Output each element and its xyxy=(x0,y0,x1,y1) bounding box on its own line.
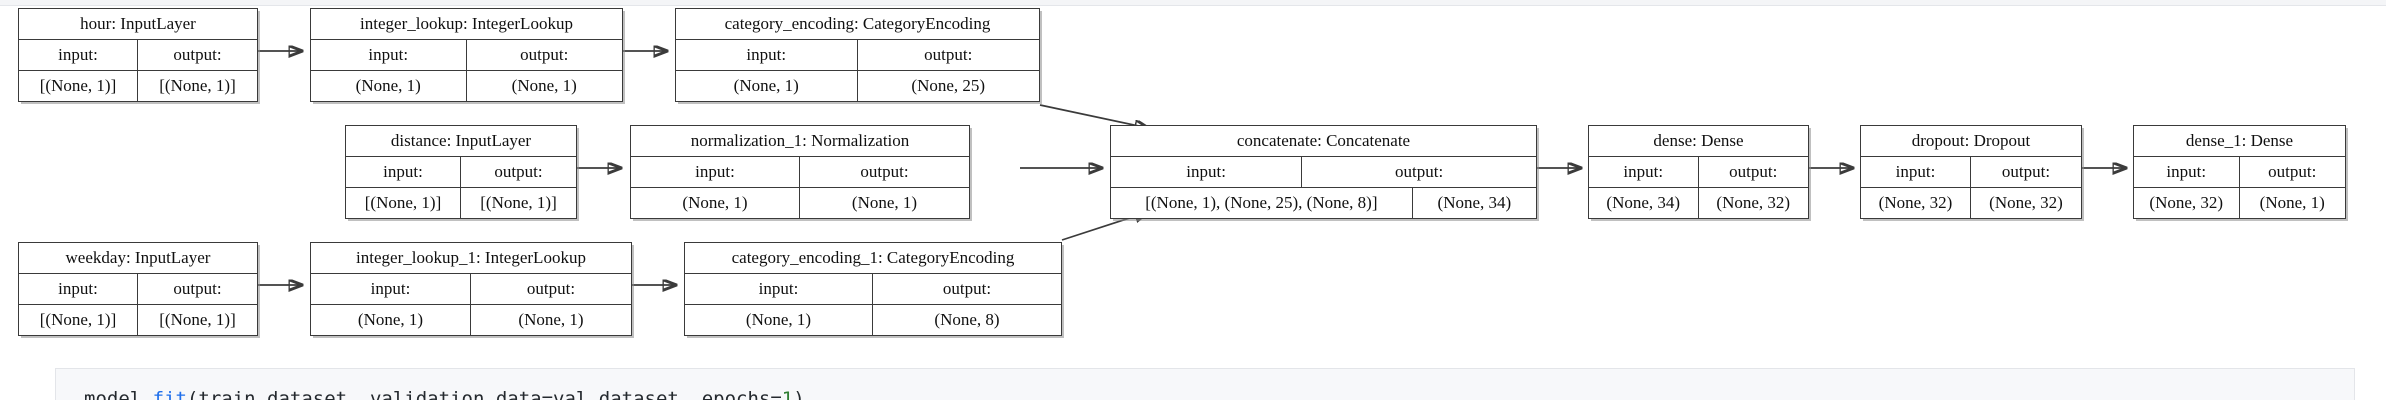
node-title: integer_lookup: IntegerLookup xyxy=(311,9,622,40)
node-input-label: input: xyxy=(19,40,138,70)
node-output-shape: [(None, 1)] xyxy=(159,76,236,95)
node-input-shape: (None, 1) xyxy=(676,71,858,101)
node-input-label: input: xyxy=(346,157,461,187)
node-input-label: input: xyxy=(685,274,873,304)
node-input-shape: (None, 32) xyxy=(1861,188,1971,218)
node-output-label: output: xyxy=(860,162,909,181)
node-input-label: input: xyxy=(1111,157,1303,187)
node-output-shape: (None, 1) xyxy=(518,310,584,329)
node-output-label: output: xyxy=(1729,162,1778,181)
node-hour[interactable]: hour: InputLayer input: output: [(None, … xyxy=(18,8,258,102)
node-output-label: output: xyxy=(173,45,222,64)
node-output-label: output: xyxy=(2001,162,2051,181)
node-input-shape: [(None, 1), (None, 25), (None, 8)] xyxy=(1111,188,1413,218)
node-output-label: output: xyxy=(942,279,992,298)
node-integer-lookup-1[interactable]: integer_lookup_1: IntegerLookup input: o… xyxy=(310,242,632,336)
node-output-label: output: xyxy=(1395,162,1444,181)
node-input-label: input: xyxy=(676,40,858,70)
code-line[interactable]: model.fit(train_dataset, validation_data… xyxy=(84,389,805,400)
node-output-label: output: xyxy=(2268,162,2317,181)
node-title: category_encoding_1: CategoryEncoding xyxy=(685,243,1061,274)
node-output-label: output: xyxy=(494,162,543,181)
node-weekday[interactable]: weekday: InputLayer input: output: [(Non… xyxy=(18,242,258,336)
node-distance[interactable]: distance: InputLayer input: output: [(No… xyxy=(345,125,577,219)
node-input-label: input: xyxy=(19,274,138,304)
node-output-shape: [(None, 1)] xyxy=(480,193,557,212)
code-token: ) xyxy=(793,388,805,400)
node-normalization-1[interactable]: normalization_1: Normalization input: ou… xyxy=(630,125,970,219)
node-input-label: input: xyxy=(631,157,800,187)
node-input-label: input: xyxy=(311,40,467,70)
node-input-label: input: xyxy=(1861,157,1971,187)
node-input-shape: (None, 34) xyxy=(1589,188,1699,218)
node-input-shape: [(None, 1)] xyxy=(19,71,138,101)
code-token: model. xyxy=(84,388,153,400)
node-category-encoding[interactable]: category_encoding: CategoryEncoding inpu… xyxy=(675,8,1040,102)
code-token: 1 xyxy=(781,388,794,400)
node-output-shape: (None, 34) xyxy=(1437,193,1512,212)
node-title: dense_1: Dense xyxy=(2134,126,2345,157)
node-input-shape: (None, 1) xyxy=(311,71,467,101)
notebook-code-cell[interactable]: model.fit(train_dataset, validation_data… xyxy=(55,368,2355,400)
code-token: fit xyxy=(152,388,187,400)
node-dropout[interactable]: dropout: Dropout input: output: (None, 3… xyxy=(1860,125,2082,219)
node-title: normalization_1: Normalization xyxy=(631,126,969,157)
node-input-shape: (None, 1) xyxy=(631,188,800,218)
node-category-encoding-1[interactable]: category_encoding_1: CategoryEncoding in… xyxy=(684,242,1062,336)
node-input-label: input: xyxy=(1589,157,1699,187)
node-title: dense: Dense xyxy=(1589,126,1808,157)
node-input-shape: [(None, 1)] xyxy=(19,305,138,335)
code-token: (train_dataset, validation_data=val_data… xyxy=(186,388,782,400)
node-input-shape: (None, 1) xyxy=(311,305,471,335)
node-output-label: output: xyxy=(526,279,576,298)
node-title: dropout: Dropout xyxy=(1861,126,2081,157)
node-title: weekday: InputLayer xyxy=(19,243,257,274)
node-output-label: output: xyxy=(924,45,973,64)
node-output-shape: (None, 8) xyxy=(934,310,1000,329)
notebook-top-divider xyxy=(0,0,2386,6)
model-graph-canvas: hour: InputLayer input: output: [(None, … xyxy=(18,8,2346,336)
node-title: hour: InputLayer xyxy=(19,9,257,40)
node-input-shape: (None, 32) xyxy=(2134,188,2240,218)
node-dense-1[interactable]: dense_1: Dense input: output: (None, 32)… xyxy=(2133,125,2346,219)
node-output-shape: [(None, 1)] xyxy=(159,310,236,329)
node-title: distance: InputLayer xyxy=(346,126,576,157)
node-input-shape: (None, 1) xyxy=(685,305,873,335)
node-title: integer_lookup_1: IntegerLookup xyxy=(311,243,631,274)
node-concatenate[interactable]: concatenate: Concatenate input: output: … xyxy=(1110,125,1537,219)
node-output-shape: (None, 32) xyxy=(1989,193,2063,212)
node-integer-lookup[interactable]: integer_lookup: IntegerLookup input: out… xyxy=(310,8,623,102)
node-dense[interactable]: dense: Dense input: output: (None, 34) (… xyxy=(1588,125,1809,219)
node-output-shape: (None, 1) xyxy=(2259,193,2325,212)
node-input-label: input: xyxy=(2134,157,2240,187)
node-output-shape: (None, 32) xyxy=(1716,193,1791,212)
node-output-shape: (None, 1) xyxy=(511,76,577,95)
node-output-label: output: xyxy=(173,279,222,298)
node-output-shape: (None, 25) xyxy=(911,76,986,95)
node-title: category_encoding: CategoryEncoding xyxy=(676,9,1039,40)
node-input-shape: [(None, 1)] xyxy=(346,188,461,218)
node-output-shape: (None, 1) xyxy=(851,193,918,212)
node-input-label: input: xyxy=(311,274,471,304)
node-title: concatenate: Concatenate xyxy=(1111,126,1536,157)
node-output-label: output: xyxy=(520,45,569,64)
